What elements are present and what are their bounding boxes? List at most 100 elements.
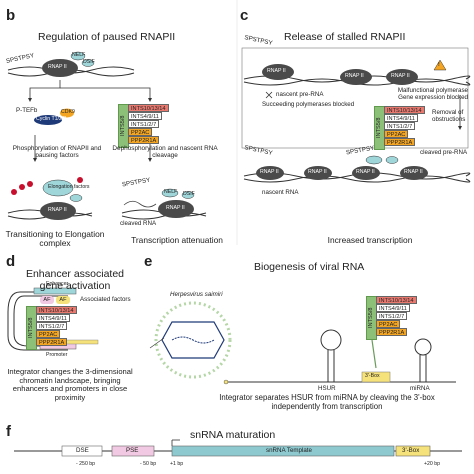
panel-c-frame [241,47,469,149]
hsur-loop [320,329,342,351]
panel-e-artwork [149,301,456,385]
ints-box: INTS4/9/11 [36,314,70,322]
af-badge: AF [56,296,70,304]
template-label: snRNA Template [266,447,312,454]
dsif-shape [385,156,399,164]
rna-start-dot [223,379,229,385]
box3-f-shape [395,445,431,457]
ints-box: PPP2R1A [36,338,68,346]
arrowhead [148,98,152,102]
arrow-right [60,87,151,100]
af-badge: AF [40,296,54,304]
b-bottom-left: Transitioning to Elongation complex [5,229,105,248]
phospho-dot [11,189,17,195]
ints-box: INTS10/13/14 [128,104,169,112]
dsif-shape [69,194,83,202]
cleavage-arrow [371,339,377,369]
rnap-label: RNAP II [267,68,286,74]
ptefb-label: P-TEFb [16,107,38,114]
template-box [171,445,395,457]
c-bottom: Increased transcription [327,235,413,245]
panel-e-letter: e [144,253,153,270]
panel-c-title: Release of stalled RNAPII [284,31,406,43]
dna-strand [243,75,471,83]
panel-b-title: Regulation of paused RNAPII [38,31,176,43]
ints-box: PP2AC [128,128,153,136]
dsif-label: DSIF [183,191,195,197]
dna-strand [243,78,471,86]
ints-box: INTS4/9/11 [128,112,162,120]
tick-label: +1 bp [170,461,184,467]
panel-d-letter: d [6,253,16,270]
dsif-shape [181,191,195,199]
nascent-rna-label: nascent RNA [262,189,299,196]
rnap-label: RNAP II [308,169,327,175]
b-bottom-right: Transcription attenuation [131,235,223,245]
enhancer-region [33,287,77,295]
rnap-label: RNAP II [166,205,185,211]
phospho-dot [77,177,83,183]
warning-icon [433,59,447,71]
ints-box: INTS1/2/7 [128,120,160,128]
nelf-shape [161,188,179,198]
pse-box [111,445,155,457]
rnap-label: RNAP II [391,73,410,79]
elongation-shape [42,179,74,197]
rnap-label: RNAP II [48,207,67,213]
ints-box: INTS1/2/7 [376,312,408,320]
phospho-dot [19,184,25,190]
nascent-pre-label: nascent pre-RNA [276,91,324,98]
ints-box: INTS10/13/14 [36,306,77,314]
rnap-ii-shape [352,166,380,180]
rnap-ii-shape [386,69,418,85]
box3-shape [361,371,391,383]
d-caption: Integrator changes the 3-dimensional chr… [7,367,133,403]
rnap-label: RNAP II [404,169,423,175]
arrowhead [148,158,152,162]
nelf-shape [70,51,86,61]
ints-box: INTS4/9/11 [384,114,418,122]
rnap-ii-shape [340,69,372,85]
hsur-label: HSUR [318,385,336,392]
cleaved-rna-strand [123,200,157,208]
cyclin-label: Cyclin T1/2/3 [36,116,67,122]
arrowhead [33,158,37,162]
ints-box: INTS1/2/7 [36,322,68,330]
enhancer-label: Enhancer [46,281,69,287]
tick-label: - 250 bp [76,461,96,467]
panel-c-letter: c [240,7,249,24]
rnap-label: RNAP II [356,169,375,175]
viral-genome [171,336,215,344]
rnap-ii-shape [158,200,194,218]
rnap-ii-shape [42,59,78,77]
tick-label: +20 bp [424,461,441,467]
ints-box: PPP2R1A [376,328,408,336]
panel-b-artwork [7,51,207,220]
arrowhead [458,126,462,130]
phospho-dot [27,181,33,187]
rnap-label: RNAP II [260,169,279,175]
ints-box: PP2AC [36,330,61,338]
cyclin-shape [34,115,62,125]
arrow-left [29,80,61,100]
panel-f-letter: f [6,423,11,440]
warning-mark: ! [438,62,440,68]
pse-label: PSE [126,447,139,454]
cdk9-label: CDK9 [61,109,75,115]
cdk9-shape [60,108,74,118]
removal-label: Removal of obstructions [432,109,466,123]
panel-c-artwork [241,47,471,183]
tick-label: - 50 bp [140,461,157,467]
virus-label: Herpesvirus saimiri [170,291,223,298]
dse-box [61,445,103,457]
ints-box: PP2AC [384,130,409,138]
panel-f-artwork [14,439,462,457]
block-icon [265,91,273,99]
nelf-shape [365,155,383,165]
rnap-label: RNAP II [48,64,67,70]
rnap-ii-shape [40,202,76,220]
dna-strand [121,212,207,220]
hexagon-capsid [161,321,225,359]
chromatin-loop [7,291,68,351]
